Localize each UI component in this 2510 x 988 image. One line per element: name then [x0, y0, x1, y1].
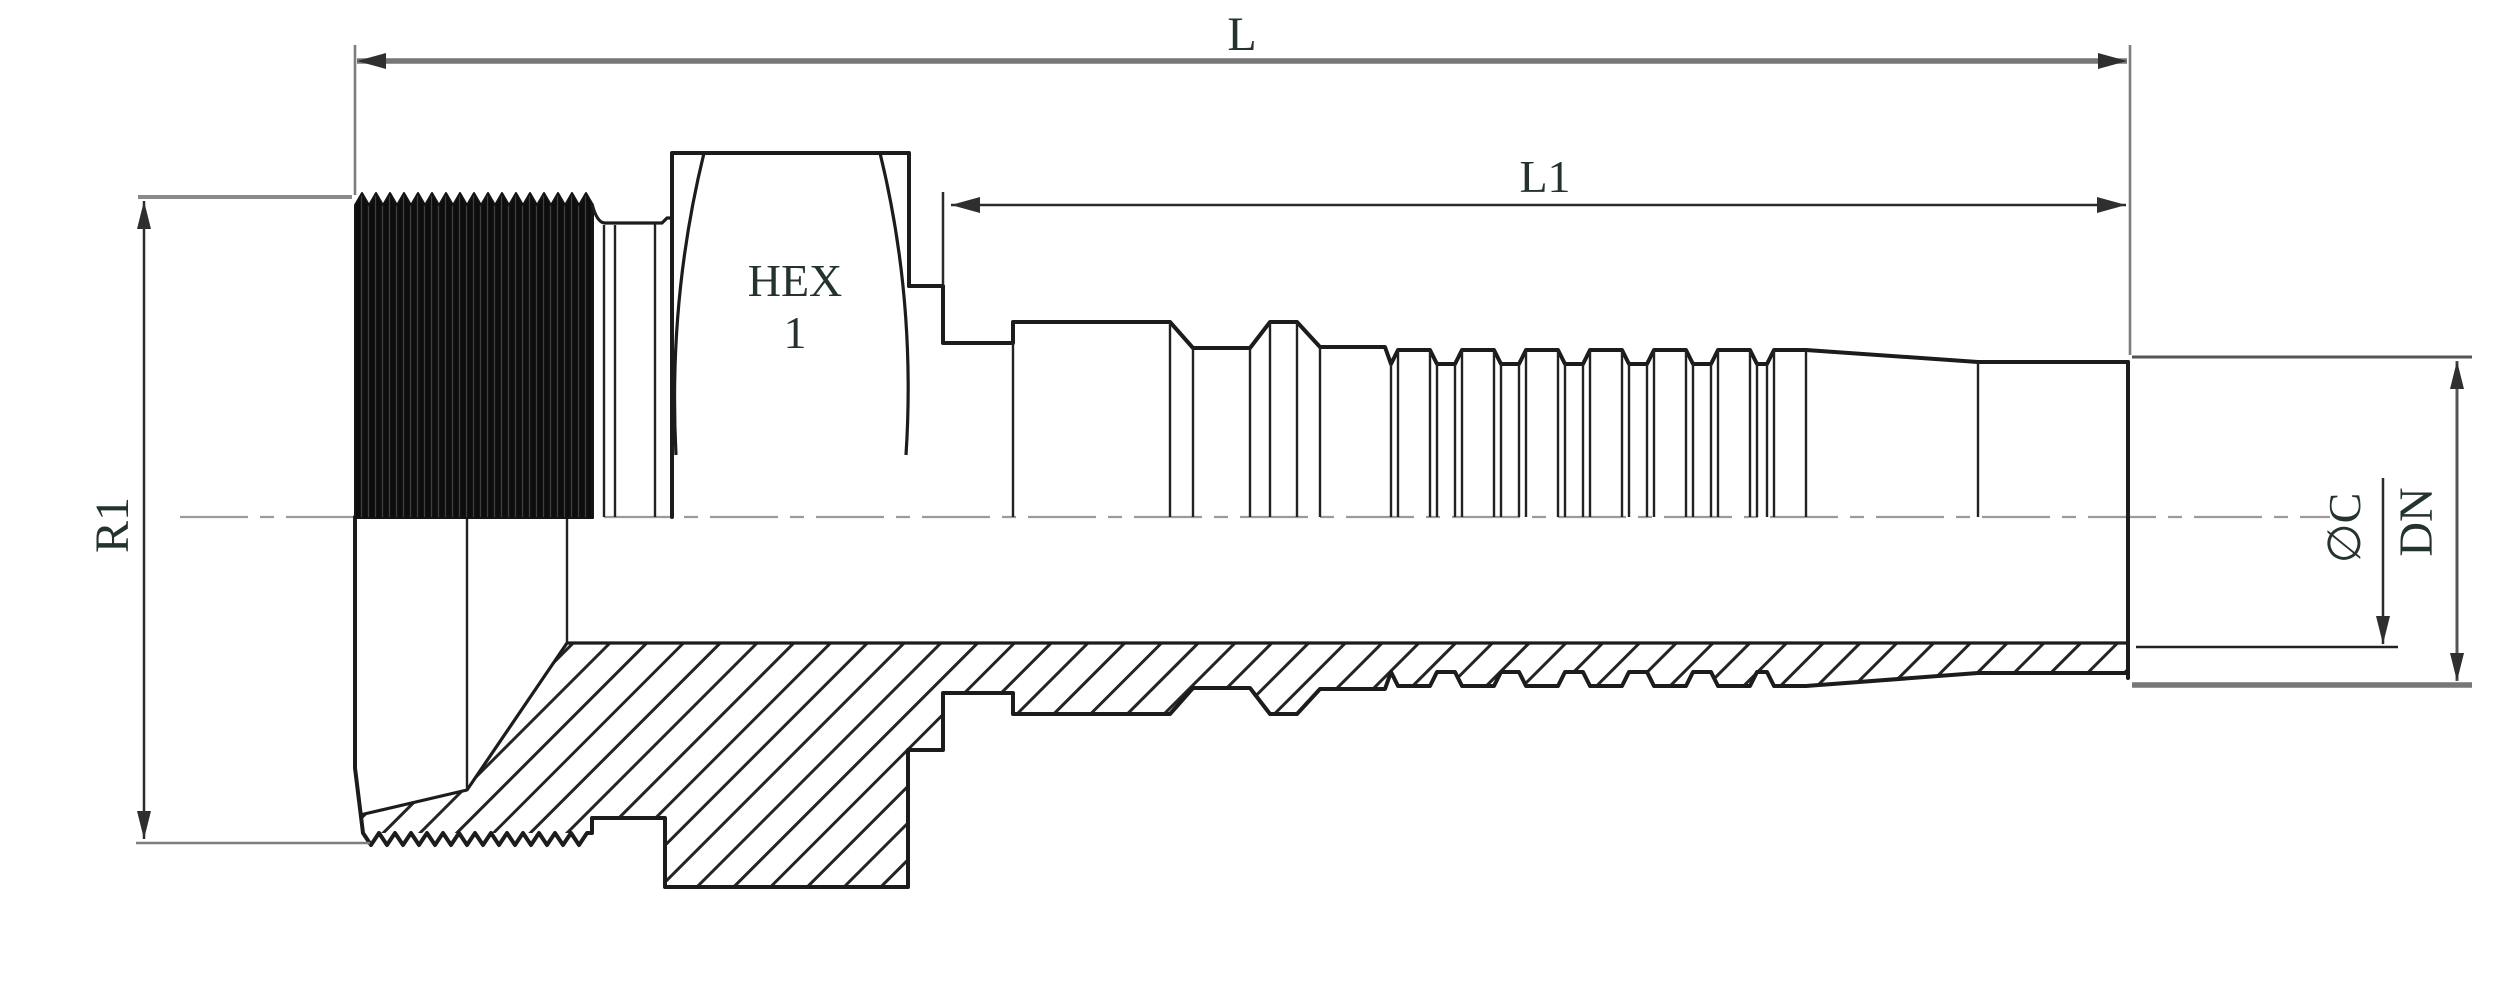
thread-block [354, 192, 594, 519]
hex-label: HEX [748, 255, 843, 306]
dimension-C: ∅C [2136, 478, 2398, 649]
hex-size-label: 1 [784, 307, 807, 358]
arrowhead-left [357, 53, 386, 69]
label-L1: L1 [1519, 151, 1570, 202]
label-DN: DN [2390, 487, 2443, 556]
arrowhead-top [137, 201, 151, 229]
tail-top-profile [907, 284, 2130, 366]
label-R1: R1 [86, 497, 139, 553]
dimension-L: L [353, 8, 2132, 355]
male-thread [354, 192, 672, 519]
label-C: ∅C [2319, 493, 2370, 564]
arrowhead-bottom [2376, 616, 2390, 644]
nut-corner-arc-left [672, 152, 706, 456]
cone-edge-lines [465, 517, 569, 790]
section-lower-half [353, 515, 2130, 889]
nut-corner-arc-right [878, 152, 910, 456]
section-hatch [360, 643, 2128, 887]
groove-edge-lines [602, 223, 657, 517]
dimension-L1: L1 [941, 151, 2126, 284]
hose-tail [907, 284, 2130, 680]
nut-outline [670, 151, 911, 519]
dimension-R1: R1 [86, 195, 370, 845]
arrowhead-top [2450, 361, 2464, 389]
thread-relief-groove [590, 203, 672, 225]
arrowhead-bottom [137, 811, 151, 839]
lower-outline [353, 515, 2130, 889]
label-L: L [1227, 8, 1256, 61]
dimension-DN: DN [2132, 355, 2472, 688]
hex-nut: HEX 1 [670, 151, 911, 519]
barb-edge-lines [1011, 322, 1980, 517]
arrowhead-right [2097, 197, 2126, 213]
arrowhead-bottom [2450, 653, 2464, 681]
arrowhead-left [951, 197, 980, 213]
bore-line [359, 641, 2128, 817]
arrowhead-right [2098, 53, 2127, 69]
